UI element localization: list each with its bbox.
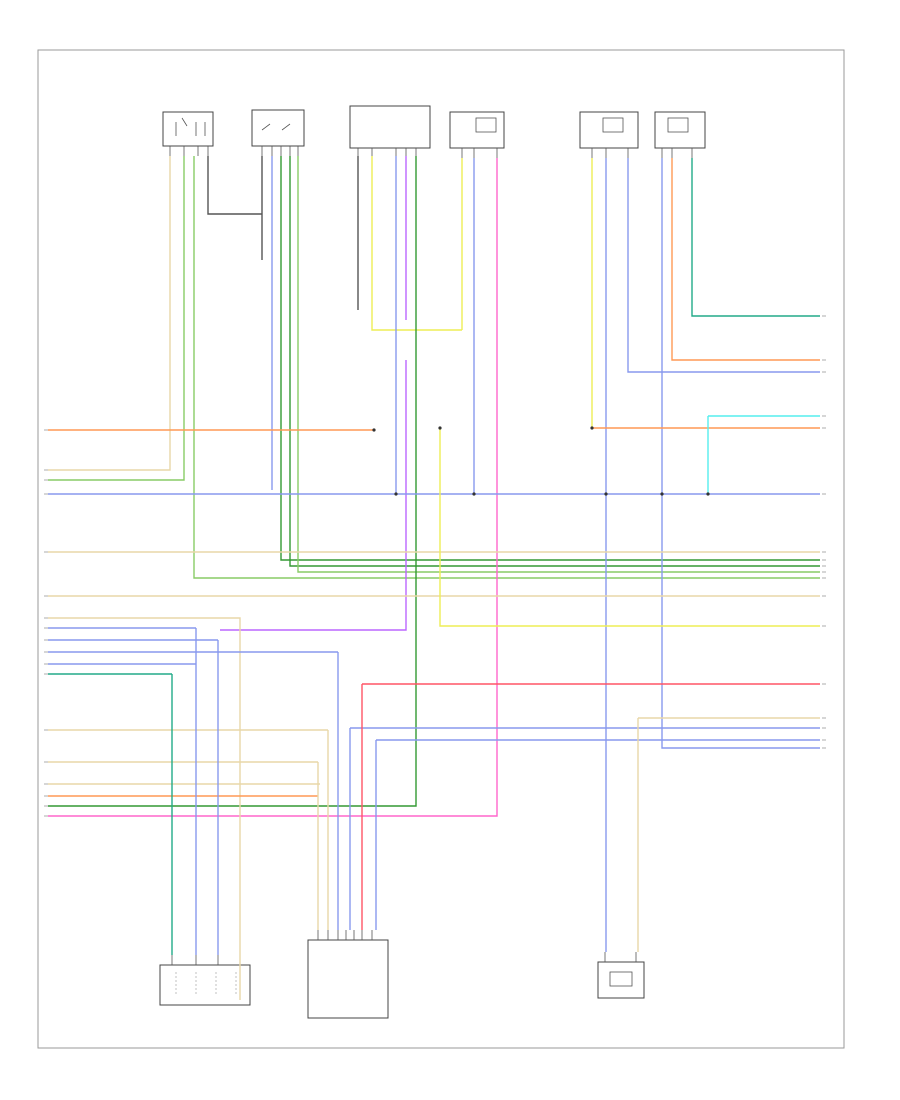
right-connector-ticks [822, 315, 826, 749]
wire-group-top-1 [48, 156, 820, 579]
wire-drops-bottom [171, 628, 377, 955]
component-top-2 [251, 109, 305, 156]
component-top-5 [579, 111, 639, 158]
left-connector-ticks [44, 429, 48, 817]
component-top-6 [654, 111, 706, 158]
wire-group-top-5 [591, 158, 820, 952]
diagram-frame [37, 49, 845, 1049]
splice-junctions [372, 426, 710, 496]
wire-group-top-4 [48, 158, 498, 817]
wire-group-top-3 [48, 156, 462, 807]
wire-bus-horizontal [48, 415, 820, 1000]
component-top-1 [162, 111, 214, 156]
component-bottom-1 [159, 955, 251, 1006]
wire-group-top-2 [261, 156, 820, 573]
component-bottom-2 [307, 930, 389, 1019]
component-bottom-3 [597, 952, 645, 999]
component-top-3 [349, 105, 431, 158]
wire-group-top-6 [661, 158, 820, 749]
component-top-4 [449, 111, 505, 158]
